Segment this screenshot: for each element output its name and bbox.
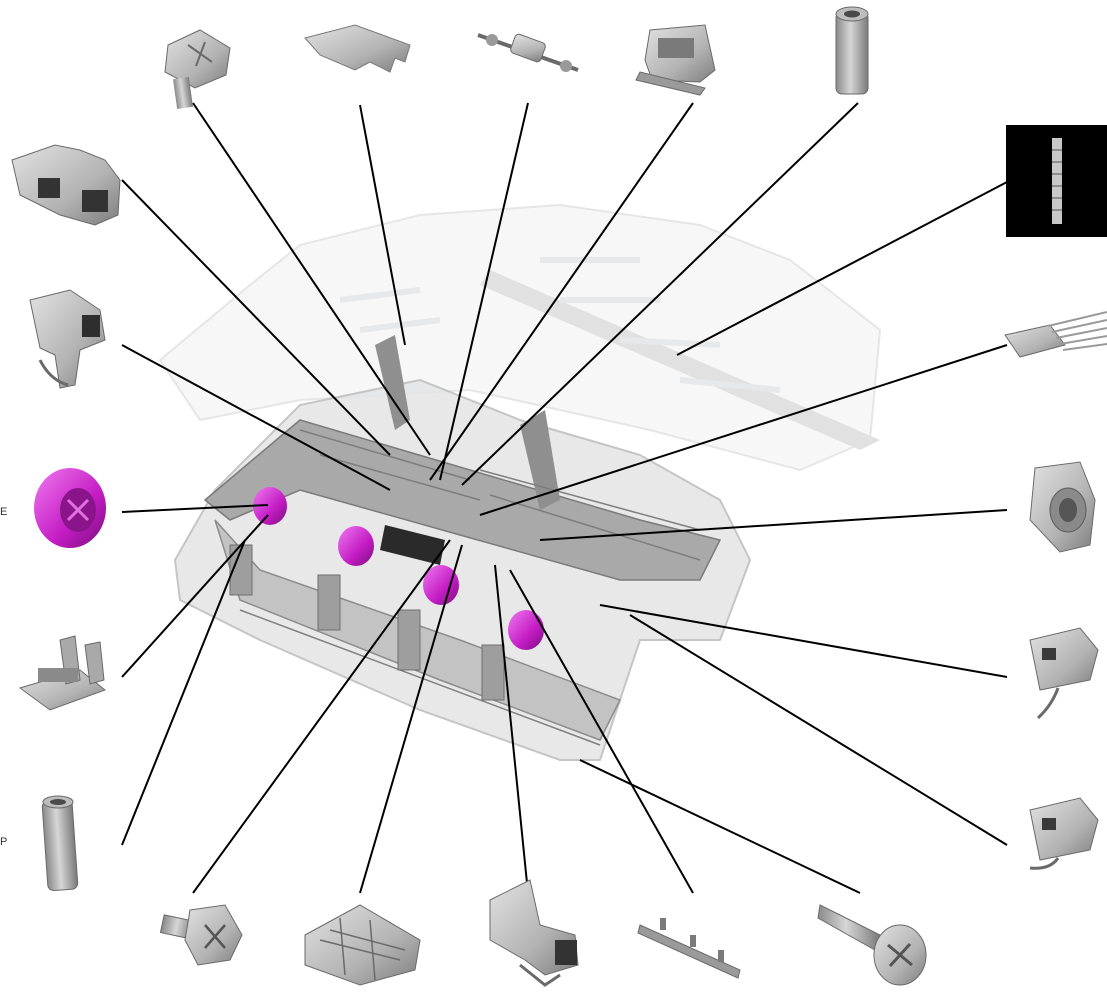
- rack-thumbnail-icon: [1006, 125, 1107, 237]
- bushing-icon: [1029, 461, 1096, 553]
- flanged-screw-icon: [159, 904, 243, 966]
- leader-line: [494, 564, 529, 894]
- leader-line: [121, 504, 269, 513]
- leader-line: [539, 509, 1008, 541]
- edge-glyph-e: E: [0, 506, 8, 518]
- leader-line: [121, 539, 246, 846]
- tube-icon: [835, 6, 869, 95]
- leader-line: [676, 181, 1008, 356]
- shaft-icon: [477, 33, 579, 72]
- leader-line: [509, 569, 694, 894]
- leader-line: [121, 344, 391, 491]
- switch-icon: [1029, 627, 1099, 720]
- edge-glyph-p: P: [0, 836, 8, 848]
- leader-line: [192, 539, 451, 894]
- leader-line: [599, 604, 1008, 678]
- guide-frame-icon: [304, 904, 421, 986]
- leader-line: [461, 102, 859, 486]
- pickup-rollers: [253, 487, 544, 650]
- spring-plate-icon: [637, 918, 741, 979]
- latch-icon: [29, 289, 106, 389]
- comb-connector-icon: [1004, 311, 1107, 358]
- bracket-icon: [304, 24, 411, 73]
- leader-lines: [121, 102, 1008, 894]
- tapping-screw-icon: [817, 904, 927, 986]
- leader-line: [579, 759, 861, 894]
- leader-line: [121, 179, 391, 456]
- roller-icon: [34, 468, 106, 548]
- leader-line: [359, 104, 406, 346]
- leader-line: [479, 344, 1008, 516]
- main-assembly: [158, 203, 882, 761]
- housing-icon: [11, 144, 121, 226]
- metal-clip-icon: [635, 24, 716, 96]
- lever-block-icon: [489, 879, 579, 987]
- hinge-icon: [18, 635, 107, 711]
- leader-line: [121, 514, 269, 678]
- leader-line: [439, 102, 529, 481]
- flanged-screw-icon: [164, 29, 231, 109]
- switch-icon: [1029, 797, 1099, 870]
- leader-line: [359, 544, 463, 894]
- leader-line: [192, 102, 431, 456]
- leader-line: [429, 102, 694, 481]
- tube-icon: [41, 795, 79, 892]
- leader-line: [629, 614, 1008, 846]
